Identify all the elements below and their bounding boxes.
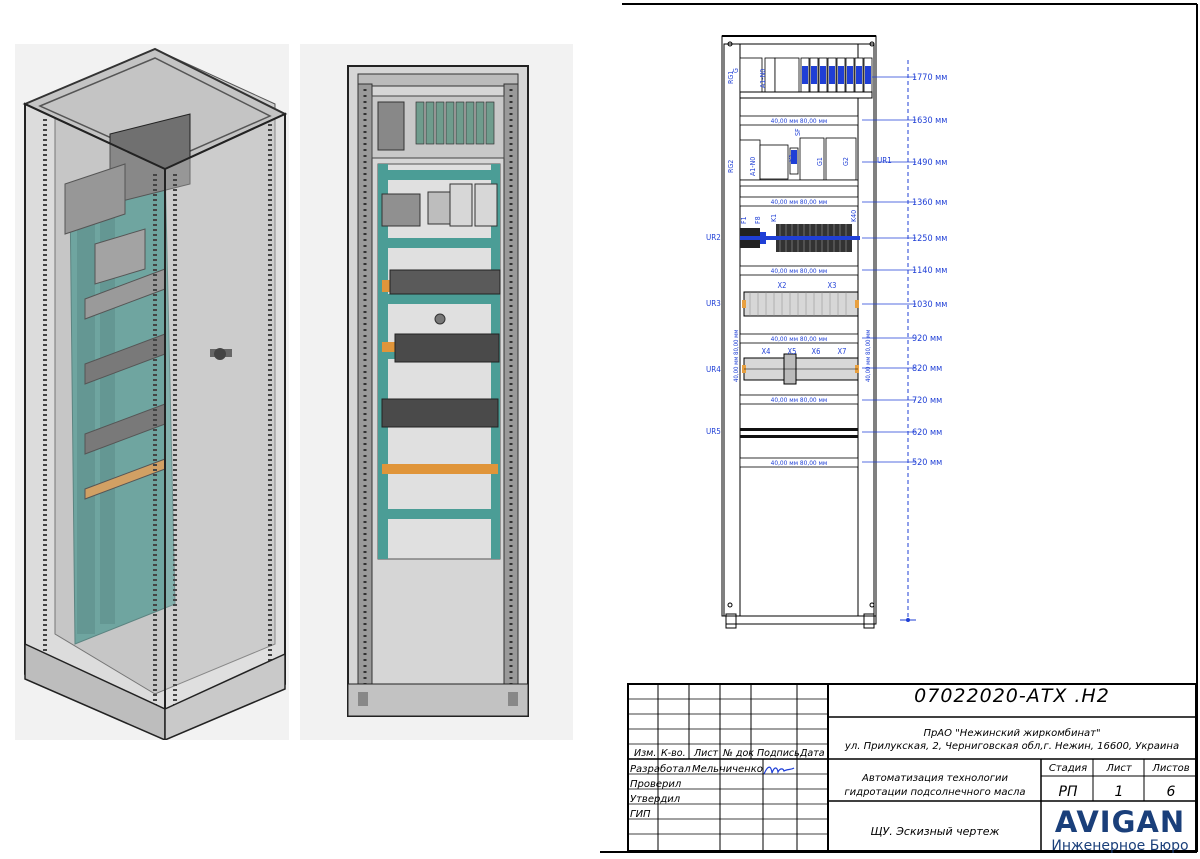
header-doc: № док <box>723 748 755 759</box>
role-checked: Проверил <box>630 779 682 790</box>
label-ur4: UR4 <box>706 365 721 374</box>
label-g2: G2 <box>842 157 850 166</box>
label-x7: X7 <box>838 347 847 356</box>
label-x4: X4 <box>762 347 771 356</box>
rail-dim-4: 40,00 мм 80,00 мм <box>771 335 828 343</box>
height-820: 820 мм <box>912 364 942 374</box>
sheet-label: Лист <box>1106 763 1132 774</box>
height-1360: 1360 мм <box>912 198 947 208</box>
company-name: AVIGAN <box>1054 805 1186 839</box>
sheets-value: 6 <box>1166 784 1176 800</box>
customer-name: ПрАО "Нежинский жиркомбинат" <box>923 728 1101 739</box>
rail-dim-3: 40,00 мм 80,00 мм <box>771 267 828 275</box>
height-1630: 1630 мм <box>912 116 947 126</box>
label-g-small: G <box>732 68 740 73</box>
rail-dim-1: 40,00 мм 80,00 мм <box>771 117 828 125</box>
header-kvo: К-во. <box>661 748 686 759</box>
signature-scribble <box>763 766 795 775</box>
label-sf: SF <box>794 128 802 136</box>
label-ur2: UR2 <box>706 233 721 242</box>
height-920: 920 мм <box>912 334 942 344</box>
label-f1: F1 <box>740 216 748 224</box>
project-title: Автоматизация технологии гидротации подс… <box>830 772 1040 799</box>
label-k1: K1 <box>788 154 796 162</box>
label-a1n0-row2: A1-N0 <box>749 157 757 176</box>
cabinet-isometric-svg <box>15 44 289 740</box>
sheet-value: 1 <box>1114 784 1124 800</box>
height-1140: 1140 мм <box>912 266 947 276</box>
drawing-name: ЩУ. Эскизный чертеж <box>870 825 1000 838</box>
cabinet-isometric-render <box>15 44 289 740</box>
label-g1: G1 <box>816 157 824 166</box>
height-1250: 1250 мм <box>912 234 947 244</box>
cabinet-front-svg <box>300 44 573 740</box>
height-720: 720 мм <box>912 396 942 406</box>
label-rg2: RG2 <box>727 160 735 173</box>
sheets-label: Листов <box>1152 763 1190 774</box>
elevation-drawing-svg: 40,00 мм 80,00 мм 40,00 мм 80,00 мм 40,0… <box>600 3 1198 853</box>
label-rg1: RG1 <box>727 71 735 84</box>
cabinet-front-render <box>300 44 573 740</box>
customer-address: ул. Прилукская, 2, Черниговская обл,г. Н… <box>844 741 1180 752</box>
elevation-drawing: 40,00 мм 80,00 мм 40,00 мм 80,00 мм 40,0… <box>600 0 1200 855</box>
label-f8: F8 <box>754 216 762 224</box>
header-date: Дата <box>800 748 825 759</box>
height-620: 620 мм <box>912 428 942 438</box>
label-ur1: UR1 <box>877 156 892 165</box>
side-dim-right: 40,00 мм 80,00 мм <box>865 330 872 382</box>
label-x2: X2 <box>778 281 787 290</box>
doc-code: 07022020-АТХ .Н2 <box>914 685 1110 707</box>
rail-dim-2: 40,00 мм 80,00 мм <box>771 198 828 206</box>
role-gip: ГИП <box>630 809 651 820</box>
header-izm: Изм. <box>634 748 657 759</box>
title-block-grid <box>627 683 1197 852</box>
label-k40: K40 <box>850 210 858 222</box>
company-subtitle: Инженерное Бюро <box>1051 838 1189 854</box>
label-x6: X6 <box>812 347 821 356</box>
label-k1-row3: K1 <box>770 214 778 222</box>
height-1770: 1770 мм <box>912 73 947 83</box>
height-1490: 1490 мм <box>912 158 947 168</box>
label-ur3: UR3 <box>706 299 721 308</box>
title-block <box>627 683 1197 852</box>
stage-value: РП <box>1058 784 1078 800</box>
role-approved: Утвердил <box>630 794 681 805</box>
role-developed: Разработал <box>630 764 691 775</box>
label-a1n0-top: A1-N0 <box>759 69 767 88</box>
project-title-text: Автоматизация технологии гидротации подс… <box>844 773 1026 798</box>
developer-name: Мельниченко <box>692 764 763 775</box>
header-signature: Подпись <box>757 748 800 759</box>
rail-dim-6: 40,00 мм 80,00 мм <box>771 459 828 467</box>
label-ur5: UR5 <box>706 427 721 436</box>
header-list: Лист <box>694 748 719 759</box>
height-520: 520 мм <box>912 458 942 468</box>
label-x5: X5 <box>788 347 797 356</box>
stage-label: Стадия <box>1048 763 1088 774</box>
company-logo: AVIGAN Инженерное Бюро <box>1045 805 1195 854</box>
height-1030: 1030 мм <box>912 300 947 310</box>
rail-dim-5: 40,00 мм 80,00 мм <box>771 396 828 404</box>
label-x3: X3 <box>828 281 837 290</box>
side-dim-left: 40,00 мм 80,00 мм <box>733 330 740 382</box>
